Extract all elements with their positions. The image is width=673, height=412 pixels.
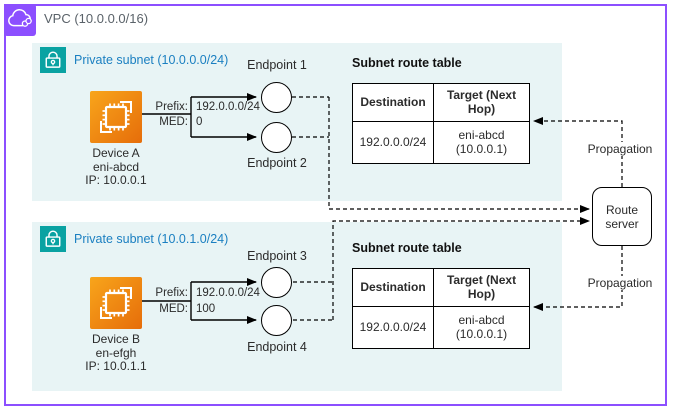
subnet-1-title: Private subnet (10.0.0.0/24) <box>74 53 229 67</box>
endpoint-4-label: Endpoint 4 <box>247 340 307 354</box>
endpoint-2-node <box>261 122 292 153</box>
rt1-header-target: Target (Next Hop) <box>433 84 529 121</box>
route-table-1: Destination Target (Next Hop) 192.0.0.0/… <box>352 83 530 164</box>
rt1-row-destination: 192.0.0.0/24 <box>353 121 433 163</box>
rt1-row-target: eni-abcd (10.0.0.1) <box>433 121 529 163</box>
prefix-value-1: 192.0.0.0/24 <box>196 101 260 113</box>
med-label-2: MED: <box>159 303 188 315</box>
endpoint-3-node <box>261 267 292 298</box>
propagation-label-bottom: Propagation <box>578 276 662 290</box>
vpc-title: VPC (10.0.0.0/16) <box>44 11 149 26</box>
endpoint-3-label: Endpoint 3 <box>247 249 307 263</box>
prefix-value-2: 192.0.0.0/24 <box>196 287 260 299</box>
device-a-name: Device A <box>92 146 140 160</box>
propagation-label-top: Propagation <box>578 142 662 156</box>
med-value-1: 0 <box>196 116 203 128</box>
route-table-2-title: Subnet route table <box>352 241 462 255</box>
prefix-label-1: Prefix: <box>155 101 188 113</box>
med-label-1: MED: <box>159 116 188 128</box>
prefix-label-2: Prefix: <box>155 287 188 299</box>
device-b-interface: en-efgh <box>95 345 137 360</box>
rt2-row-destination: 192.0.0.0/24 <box>353 306 433 348</box>
device-a-label: Device A eni-abcd IP: 10.0.0.1 <box>64 146 168 188</box>
vpc-icon <box>4 4 36 36</box>
endpoint-4-node <box>261 305 292 336</box>
rt2-header-target: Target (Next Hop) <box>433 269 529 306</box>
device-a-chip-icon <box>90 91 142 143</box>
lock-icon <box>40 226 66 252</box>
device-b-label: Device B en-efgh IP: 10.0.1.1 <box>64 332 168 374</box>
route-server-node: Route server <box>592 187 652 246</box>
rt1-header-destination: Destination <box>360 94 426 109</box>
device-a-interface: eni-abcd <box>92 159 140 174</box>
endpoint-1-label: Endpoint 1 <box>247 58 307 72</box>
endpoint-1-node <box>261 82 292 113</box>
device-b-chip-icon <box>90 277 142 329</box>
device-b-name: Device B <box>91 332 141 346</box>
device-a-ip: IP: 10.0.0.1 <box>85 173 147 187</box>
med-value-2: 100 <box>196 303 216 315</box>
device-b-ip: IP: 10.0.1.1 <box>85 359 147 373</box>
rt2-row-target: eni-abcd (10.0.0.1) <box>433 306 529 348</box>
endpoint-2-label: Endpoint 2 <box>247 156 307 170</box>
route-table-2: Destination Target (Next Hop) 192.0.0.0/… <box>352 268 530 349</box>
subnet-2-title: Private subnet (10.0.1.0/24) <box>74 232 229 246</box>
route-table-1-title: Subnet route table <box>352 56 462 70</box>
lock-icon <box>40 47 66 73</box>
rt2-header-destination: Destination <box>360 279 426 294</box>
vpc-container <box>4 4 667 406</box>
